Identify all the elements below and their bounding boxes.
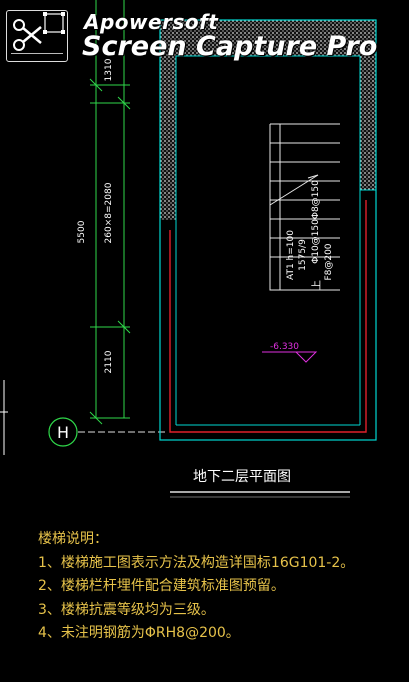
stair-notes: 楼梯说明： 1、楼梯施工图表示方法及构造详国标16G101-2。 2、楼梯栏杆埋… (38, 528, 354, 646)
elevation-label: -6.330 (270, 342, 299, 352)
notes-item: 3、楼梯抗震等级均为三级。 (38, 601, 215, 618)
stair-walls (159, 19, 377, 441)
notes-item: 1、楼梯施工图表示方法及构造详国标16G101-2。 (38, 554, 355, 571)
stair-label-rebar-main: Φ10@150Φ8@150 (311, 180, 321, 264)
watermark-brand: Apowersoft (84, 10, 219, 34)
notes-item: 4、未注明钢筋为ΦRH8@200。 (38, 625, 240, 641)
scissors-selection-icon (6, 10, 68, 62)
watermark-overlay: Apowersoft Screen Capture Pro (0, 0, 409, 70)
axis-bubble-label: H (57, 423, 69, 442)
dimension-lines (89, 0, 131, 425)
title-underline (170, 491, 350, 498)
plan-title: 地下二层平面图 (193, 469, 291, 485)
left-edge-marker (0, 380, 8, 455)
stair-label-ratio: 1575/9 (298, 239, 308, 271)
stair-treads (269, 123, 340, 291)
dimension-label-middle: 260×8=2080 (104, 182, 114, 243)
watermark-product: Screen Capture Pro (82, 31, 378, 62)
stair-direction-label: 上 (311, 280, 323, 290)
notes-item: 2、楼梯栏杆埋件配合建筑标准图预留。 (38, 578, 285, 594)
dimension-label-overall: 5500 (77, 220, 87, 243)
stair-label-at: AT1 h=100 (286, 230, 296, 280)
elevation-marker (262, 351, 318, 363)
dimension-label-top: 1310 (104, 58, 114, 81)
notes-heading: 楼梯说明： (38, 531, 108, 547)
stair-label-rebar-dist: F8@200 (324, 243, 334, 280)
dimension-label-bottom: 2110 (104, 350, 114, 373)
axis-grid-h (48, 417, 165, 447)
